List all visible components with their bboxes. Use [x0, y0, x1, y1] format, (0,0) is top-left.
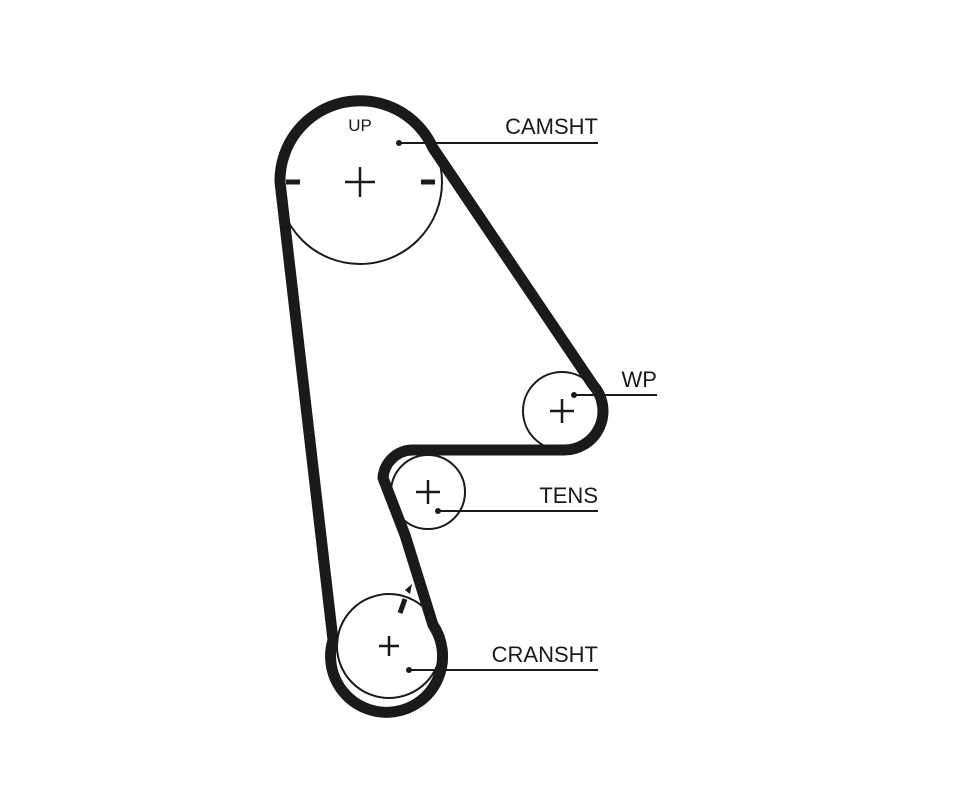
camshaft-callout: CAMSHT [396, 114, 598, 146]
tensioner-label: TENS [539, 483, 598, 508]
camshaft-pulley: UP [277, 99, 443, 265]
crankshaft-pulley [336, 584, 442, 699]
tensioner-pulley-circle [390, 454, 466, 530]
water-pump-pulley [522, 371, 602, 451]
up-label: UP [348, 116, 372, 135]
crankshaft-timing-mark [397, 598, 408, 614]
crankshaft-callout: CRANSHT [406, 642, 598, 673]
water-pump-label: WP [622, 367, 657, 392]
crankshaft-arrow [405, 584, 412, 594]
tensioner-callout: TENS [435, 483, 598, 514]
water-pump-callout: WP [571, 367, 657, 398]
crankshaft-label: CRANSHT [492, 642, 598, 667]
crankshaft-pulley-circle [336, 593, 442, 699]
tensioner-pulley [390, 454, 466, 530]
camshaft-pulley-circle [277, 99, 443, 265]
camshaft-label: CAMSHT [505, 114, 598, 139]
water-pump-pulley-circle [522, 371, 602, 451]
